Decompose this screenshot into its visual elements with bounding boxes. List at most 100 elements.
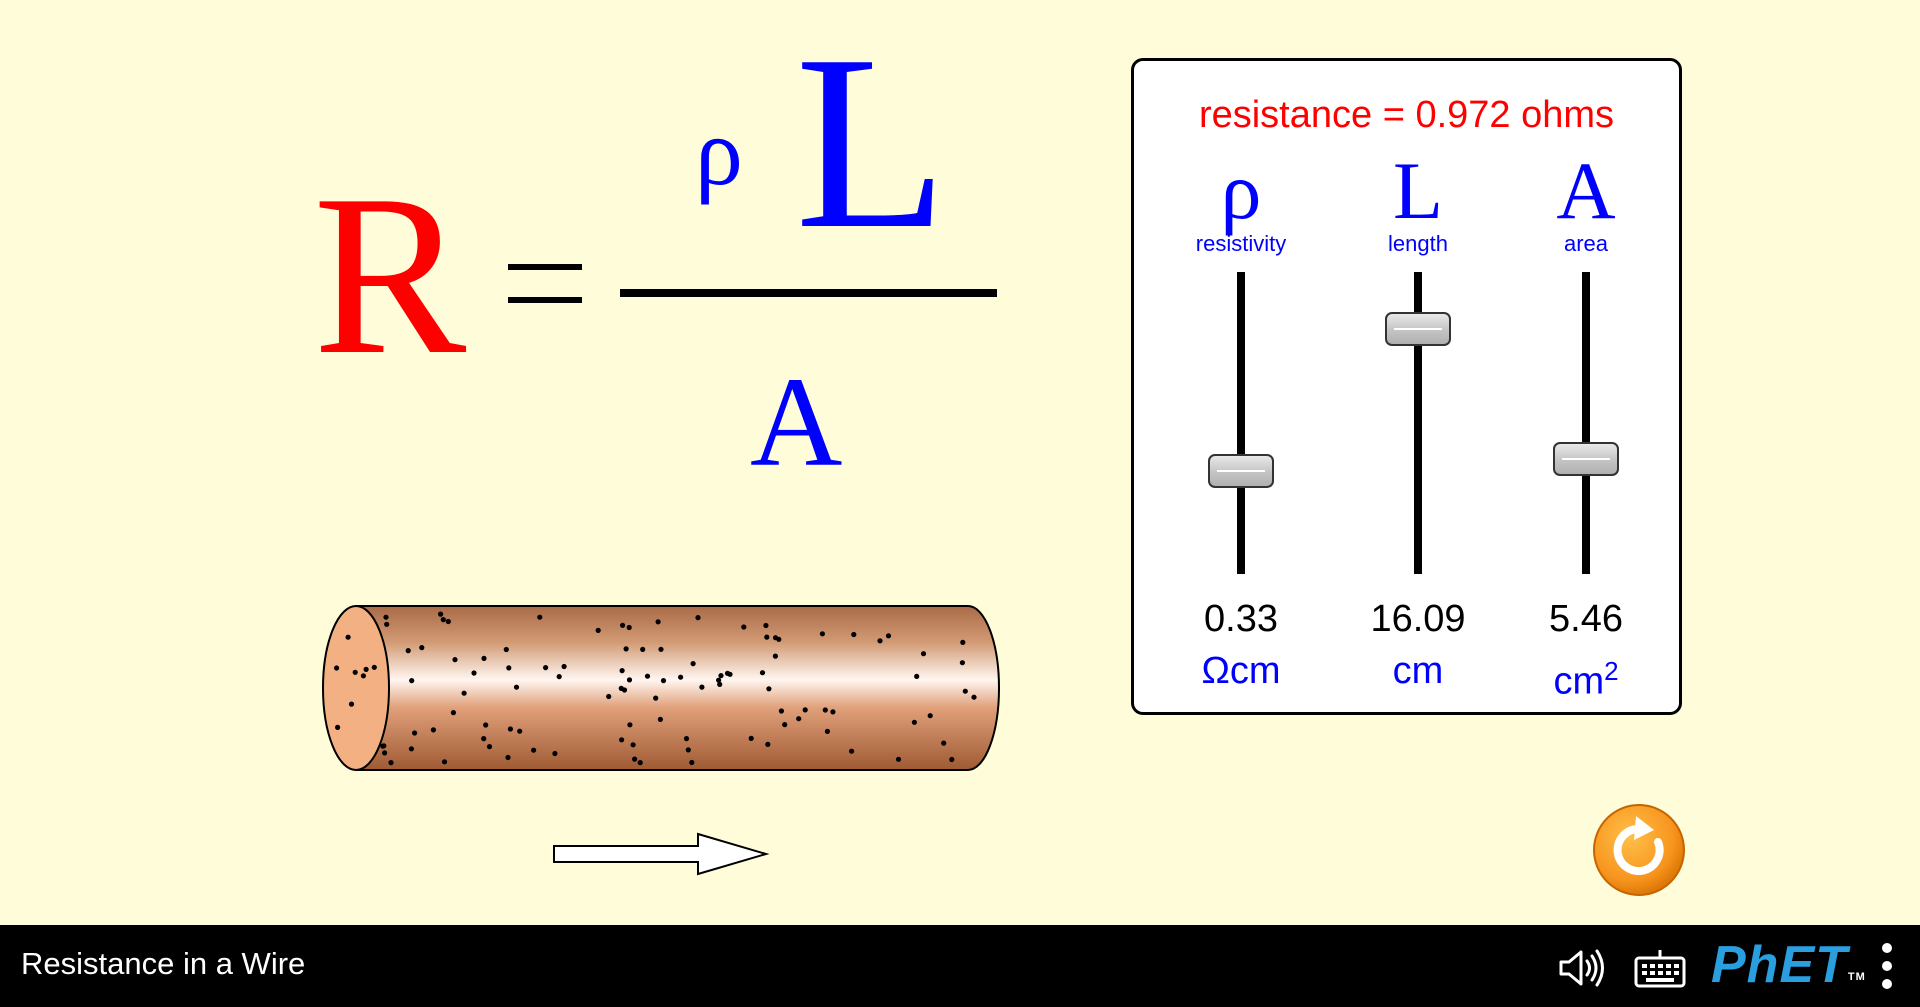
wire-impurity-dot bbox=[481, 736, 487, 742]
wire-impurity-dot bbox=[461, 690, 467, 696]
resistance-readout: resistance = 0.972 ohms bbox=[1198, 94, 1615, 136]
sim-title: Resistance in a Wire bbox=[21, 946, 306, 981]
wire-impurity-dot bbox=[920, 651, 927, 657]
wire-impurity-dot bbox=[741, 624, 747, 630]
wire-impurity-dot bbox=[382, 750, 388, 756]
wire-impurity-dot bbox=[537, 614, 543, 620]
wire-impurity-dot bbox=[763, 622, 769, 629]
resistivity-symbol: ρ bbox=[1220, 145, 1262, 236]
wire-impurity-dot bbox=[678, 674, 684, 680]
wire-impurity-dot bbox=[352, 669, 358, 675]
wire-impurity-dot bbox=[802, 707, 808, 713]
wire-impurity-dot bbox=[718, 673, 724, 679]
area-slider-thumb[interactable] bbox=[1553, 442, 1619, 477]
wire-impurity-dot bbox=[606, 693, 612, 700]
wire-impurity-dot bbox=[759, 670, 766, 676]
wire-impurity-dot bbox=[971, 694, 977, 700]
area-unit: cm2 bbox=[1506, 649, 1666, 704]
wire-impurity-dot bbox=[618, 685, 624, 691]
wire-impurity-dot bbox=[766, 686, 772, 692]
resistivity-slider-track[interactable] bbox=[1237, 272, 1245, 574]
area-unit-base: cm bbox=[1553, 660, 1605, 703]
wire-impurity-dot bbox=[384, 621, 390, 627]
equation-fraction-line bbox=[620, 289, 997, 297]
wire-impurity-dot bbox=[345, 634, 351, 640]
navigation-bar: Resistance in a Wire bbox=[0, 925, 1920, 1003]
wire-impurity-dot bbox=[419, 645, 425, 651]
wire-impurity-dot bbox=[632, 756, 638, 762]
wire-impurity-dot bbox=[334, 665, 340, 671]
equation-area-symbol: A bbox=[750, 351, 843, 493]
area-slider-track[interactable] bbox=[1582, 272, 1590, 574]
wire-impurity-dot bbox=[748, 735, 754, 741]
wire-impurity-dot bbox=[690, 661, 696, 667]
wire-impurity-dot bbox=[911, 719, 918, 725]
wire-impurity-dot bbox=[619, 737, 625, 743]
wire-impurity-dot bbox=[822, 707, 828, 713]
phet-logo[interactable]: PhETTM bbox=[1711, 937, 1866, 1007]
length-slider-thumb[interactable] bbox=[1385, 312, 1451, 347]
resistivity-slider-thumb[interactable] bbox=[1208, 454, 1274, 489]
wire-impurity-dot bbox=[655, 619, 661, 625]
length-value: 16.09 bbox=[1370, 598, 1466, 640]
wire-impurity-dot bbox=[348, 701, 355, 707]
area-unit-exponent: 2 bbox=[1604, 656, 1619, 686]
wire-impurity-dot bbox=[595, 627, 601, 633]
sim-screen: R ρ L A resistance = 0.972 ohms ρ resist… bbox=[0, 0, 1920, 925]
wire-impurity-dot bbox=[620, 622, 626, 628]
wire-impurity-dot bbox=[959, 660, 966, 666]
wire-impurity-dot bbox=[619, 668, 625, 674]
wire-impurity-dot bbox=[440, 617, 446, 623]
wire-impurity-dot bbox=[824, 728, 830, 734]
wire-impurity-dot bbox=[383, 614, 389, 620]
wire-impurity-dot bbox=[623, 646, 629, 652]
length-slider-track[interactable] bbox=[1414, 272, 1422, 574]
wire-impurity-dot bbox=[640, 646, 646, 652]
wire-impurity-dot bbox=[657, 716, 663, 722]
wire-impurity-dot bbox=[388, 760, 394, 766]
menu-icon[interactable] bbox=[1880, 943, 1894, 989]
wire-impurity-dot bbox=[895, 756, 902, 762]
wire-impurity-dot bbox=[405, 648, 411, 654]
wire-impurity-dot bbox=[626, 624, 632, 631]
wire-impurity-dot bbox=[653, 695, 659, 701]
wire-impurity-dot bbox=[513, 684, 520, 690]
wire-impurity-dot bbox=[772, 653, 778, 659]
area-symbol: A bbox=[1556, 145, 1616, 236]
wire-impurity-dot bbox=[717, 681, 723, 687]
wire-impurity-dot bbox=[483, 722, 489, 728]
wire-impurity-dot bbox=[452, 657, 458, 663]
equation-length-symbol: L bbox=[795, 4, 948, 281]
wire-impurity-dot bbox=[360, 673, 366, 679]
wire-impurity-dot bbox=[438, 611, 444, 617]
wire-impurity-dot bbox=[819, 631, 825, 637]
wire-impurity-dot bbox=[505, 754, 511, 761]
phet-logo-text: PhET bbox=[1711, 936, 1848, 994]
wire-impurity-dot bbox=[517, 728, 523, 734]
wire-impurity-dot bbox=[849, 748, 855, 754]
wire-impurity-dot bbox=[644, 673, 651, 679]
wire-impurity-dot bbox=[408, 746, 414, 752]
current-direction-arrow bbox=[553, 832, 770, 876]
area-label: area bbox=[1563, 231, 1609, 256]
wire-impurity-dot bbox=[689, 759, 695, 766]
wire-impurity-dot bbox=[685, 747, 691, 753]
wire-impurity-dot bbox=[764, 634, 770, 640]
wire-impurity-dot bbox=[660, 678, 667, 684]
control-panel: resistance = 0.972 ohms ρ resistivity L … bbox=[1131, 58, 1682, 715]
wire-impurity-dot bbox=[471, 670, 477, 676]
wire-impurity-dot bbox=[699, 684, 705, 690]
wire-impurity-dot bbox=[335, 724, 341, 730]
wire-impurity-dot bbox=[486, 744, 493, 750]
phet-logo-trademark: TM bbox=[1847, 971, 1866, 983]
audio-icon[interactable] bbox=[1555, 946, 1609, 990]
wire-impurity-dot bbox=[724, 670, 731, 676]
reset-all-button[interactable] bbox=[1592, 803, 1686, 897]
keyboard-icon[interactable] bbox=[1633, 946, 1687, 990]
wire-impurity-dot bbox=[556, 674, 562, 680]
wire-impurity-dot bbox=[503, 646, 509, 653]
wire-impurity-dot bbox=[683, 736, 690, 742]
length-column-header: L length bbox=[1338, 149, 1498, 257]
wire-impurity-dot bbox=[627, 722, 633, 728]
length-unit: cm bbox=[1392, 650, 1444, 692]
